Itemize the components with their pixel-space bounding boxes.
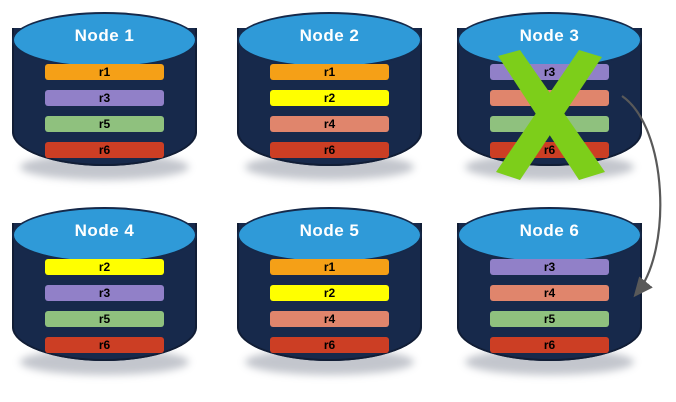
record-list: r1 r3 r5 r6: [45, 64, 164, 158]
record-list: r1 r2 r4 r6: [270, 64, 389, 158]
record-bar-r2[interactable]: r2: [270, 285, 389, 301]
record-bar-r6[interactable]: r6: [270, 337, 389, 353]
database-node-2[interactable]: Node 2 r1 r2 r4 r6: [237, 12, 422, 180]
record-bar-r4[interactable]: r4: [270, 311, 389, 327]
cylinder-top-ellipse: [12, 207, 197, 263]
record-list: r3 r4 r5 r6: [490, 259, 609, 353]
record-list: r3 r4 r5 r6: [490, 64, 609, 158]
database-node-5[interactable]: Node 5 r1 r2 r4 r6: [237, 207, 422, 375]
node-label: Node 6: [519, 221, 580, 240]
record-bar-r6[interactable]: r6: [490, 142, 609, 158]
record-list: r2 r3 r5 r6: [45, 259, 164, 353]
record-bar-r3[interactable]: r3: [490, 259, 609, 275]
database-node-6[interactable]: Node 6 r3 r4 r5 r6: [457, 207, 642, 375]
record-bar-r3[interactable]: r3: [45, 285, 164, 301]
node-label: Node 5: [299, 221, 360, 240]
record-bar-r5[interactable]: r5: [490, 116, 609, 132]
record-bar-r3[interactable]: r3: [490, 64, 609, 80]
record-bar-r6[interactable]: r6: [45, 337, 164, 353]
record-bar-r3[interactable]: r3: [45, 90, 164, 106]
database-node-1[interactable]: Node 1 r1 r3 r5 r6: [12, 12, 197, 180]
node-label: Node 1: [74, 26, 135, 45]
record-bar-r5[interactable]: r5: [490, 311, 609, 327]
record-bar-r1[interactable]: r1: [270, 64, 389, 80]
record-bar-r4[interactable]: r4: [490, 90, 609, 106]
cylinder-top-ellipse: [237, 207, 422, 263]
record-bar-r5[interactable]: r5: [45, 116, 164, 132]
record-bar-r6[interactable]: r6: [45, 142, 164, 158]
record-bar-r2[interactable]: r2: [270, 90, 389, 106]
record-bar-r1[interactable]: r1: [270, 259, 389, 275]
record-bar-r2[interactable]: r2: [45, 259, 164, 275]
record-bar-r1[interactable]: r1: [45, 64, 164, 80]
record-bar-r4[interactable]: r4: [270, 116, 389, 132]
cylinder-top-ellipse: [457, 207, 642, 263]
record-bar-r5[interactable]: r5: [45, 311, 164, 327]
cylinder-top-ellipse: [12, 12, 197, 68]
node-label: Node 2: [299, 26, 360, 45]
database-node-4[interactable]: Node 4 r2 r3 r5 r6: [12, 207, 197, 375]
record-bar-r4[interactable]: r4: [490, 285, 609, 301]
node-label: Node 3: [519, 26, 580, 45]
database-node-3[interactable]: Node 3 r3 r4 r5 r6: [457, 12, 642, 180]
cylinder-top-ellipse: [237, 12, 422, 68]
record-list: r1 r2 r4 r6: [270, 259, 389, 353]
node-label: Node 4: [74, 221, 135, 240]
record-bar-r6[interactable]: r6: [490, 337, 609, 353]
record-bar-r6[interactable]: r6: [270, 142, 389, 158]
